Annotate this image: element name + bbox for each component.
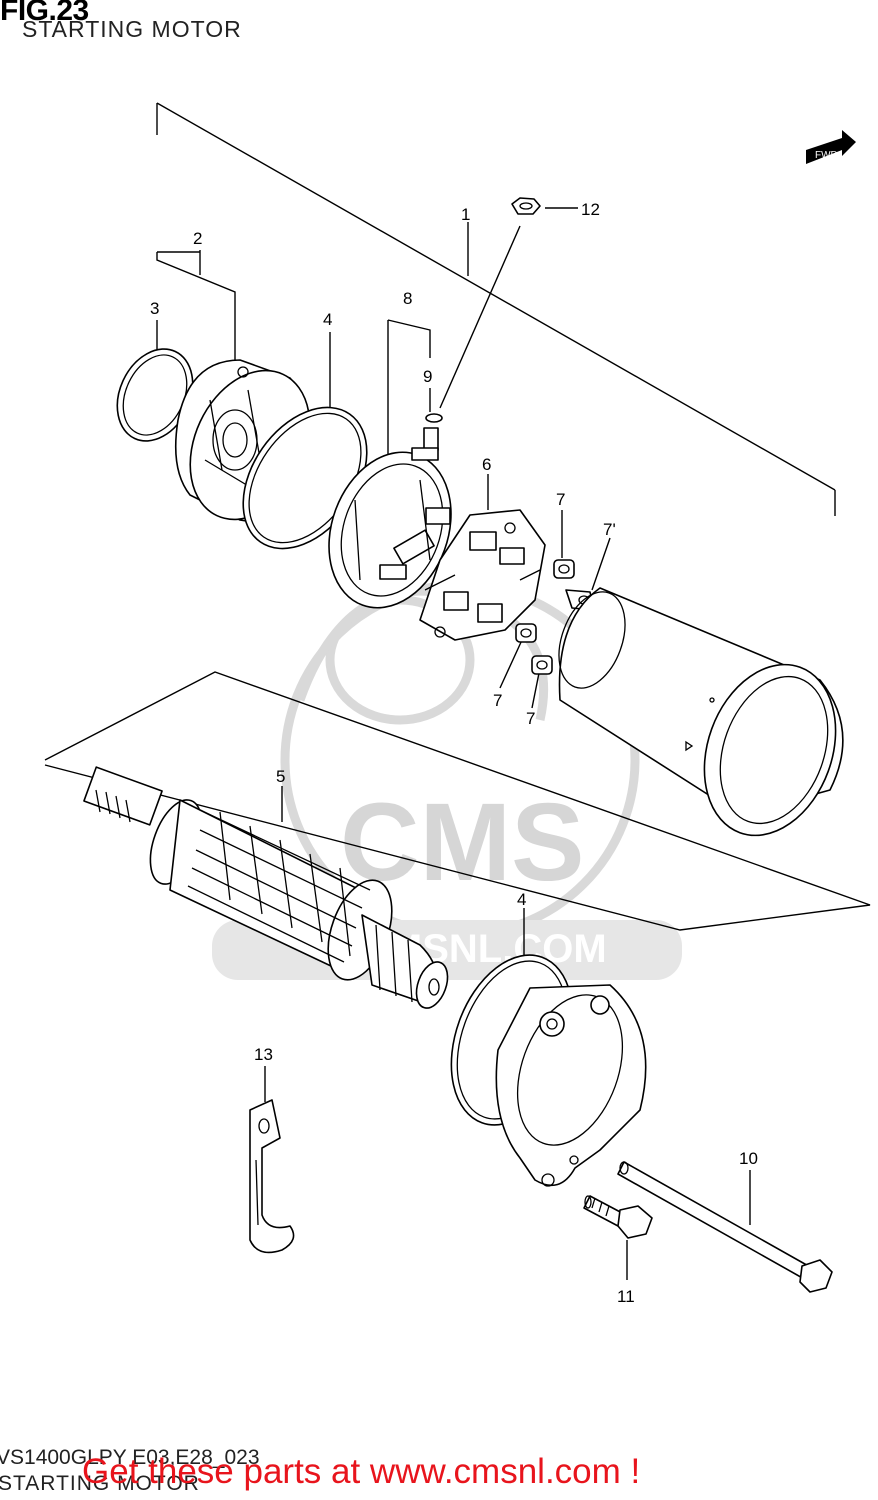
callout-3: 3 <box>150 299 159 318</box>
fwd-arrow-icon: FWD <box>806 130 856 164</box>
callout-5: 5 <box>276 767 285 786</box>
part-10-long-bolt <box>617 1161 833 1293</box>
fwd-label: FWD <box>815 150 838 161</box>
callout-13: 13 <box>254 1045 273 1064</box>
part-5-armature <box>83 766 449 1009</box>
callout-7-c: 7 <box>493 691 502 710</box>
part-8-brush-housing <box>328 451 452 609</box>
part-6-brush-plate <box>419 509 546 641</box>
part-13-plate <box>249 1099 295 1254</box>
assembly-bracket-lower <box>44 671 871 931</box>
figure-subtitle: STARTING MOTOR <box>22 16 242 42</box>
figure-caption: STARTING MOTOR <box>0 1472 200 1495</box>
callout-6: 6 <box>482 455 491 474</box>
callout-7-a: 7 <box>556 490 565 509</box>
part-11-short-bolt <box>583 1195 653 1239</box>
callout-4-top: 4 <box>323 310 332 329</box>
callout-12: 12 <box>581 200 600 219</box>
callout-9: 9 <box>423 367 432 386</box>
callout-7-d: 7 <box>526 709 535 728</box>
callout-7-b: 7' <box>603 520 616 539</box>
callout-8: 8 <box>403 289 412 308</box>
callout-2: 2 <box>193 229 202 248</box>
part-yoke <box>558 587 844 837</box>
model-code: VS1400GLPY E03,E28_023 <box>0 1446 260 1469</box>
callouts: 1 2 3 4 4 5 6 7 7' 7 7 8 9 10 11 12 13 <box>150 200 758 1306</box>
callout-1: 1 <box>461 205 470 224</box>
promo-link[interactable]: Get these parts at www.cmsnl.com ! <box>82 1452 641 1491</box>
callout-11: 11 <box>617 1287 635 1306</box>
part-7-brush-a <box>553 559 575 579</box>
figure-title: FIG.23 <box>0 0 89 27</box>
part-9-terminal <box>411 413 443 461</box>
callout-10: 10 <box>739 1149 758 1168</box>
part-12-nut <box>511 197 541 215</box>
part-7-brush-c <box>515 623 537 643</box>
part-7-brush-d <box>531 655 553 675</box>
callout-4-bottom: 4 <box>517 890 526 909</box>
part-rear-cover <box>495 984 647 1187</box>
